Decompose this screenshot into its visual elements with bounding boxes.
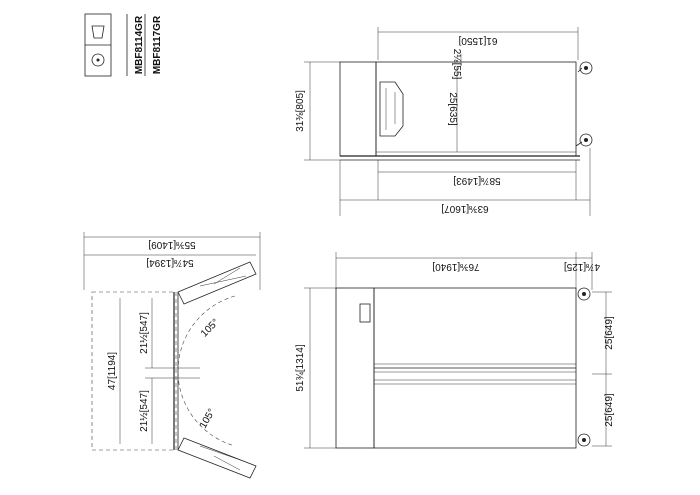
caster-front-1-icon (577, 287, 591, 301)
door-lower-dimension: 21½[547] (139, 390, 150, 432)
overall-depth-dimension: 63⅜[1607] (441, 203, 488, 214)
title-block: MBF8114GR MBF8117GR (84, 13, 163, 77)
inner-height-dimension: 25[635] (447, 92, 458, 126)
plan-body-outline (91, 291, 177, 451)
top-view: 61[1550] 31⅜[805] 25[635] 2⅛[55] 58⅞[149… (295, 27, 593, 216)
overall-width-dimension: 55⅜[1409] (148, 239, 195, 250)
front-handle (359, 303, 371, 323)
top-offset-dimension: 2⅛[55] (451, 49, 462, 80)
end-offset-dimension: 4⅞[125] (564, 261, 600, 272)
front-view: 76⅜[1940] 4⅞[125] 51¾[1314] 25[649] 25[6… (295, 252, 615, 449)
handle-detail (379, 81, 404, 137)
model-number-1: MBF8114GR (134, 15, 145, 74)
caster-top-2-icon (579, 133, 593, 147)
lower-section-dimension: 25[649] (604, 393, 615, 427)
top-view-body (375, 61, 577, 157)
door-upper (177, 261, 257, 305)
model-number-2: MBF8117GR (152, 15, 163, 74)
swing-angle-upper: 105° (199, 317, 221, 339)
inner-width-dimension: 54⅞[1394] (146, 257, 193, 268)
caster-front-2-icon (577, 433, 591, 447)
upper-section-dimension: 25[649] (604, 316, 615, 350)
door-upper-dimension: 21½[547] (139, 312, 150, 354)
caster-top-1-icon (579, 61, 593, 75)
front-end-panel (335, 287, 375, 449)
front-height-dimension: 51¾[1314] (295, 344, 306, 391)
plan-view: 55⅜[1409] 54⅞[1394] 47[1194] 21½[547] 21… (83, 232, 261, 479)
base-depth-dimension: 58⅞[1493] (453, 175, 500, 186)
top-view-end-panel (339, 61, 377, 157)
circle-symbol-icon (91, 53, 105, 67)
top-depth-dimension: 61[1550] (458, 35, 497, 46)
overall-length-dimension: 76⅜[1940] (432, 261, 479, 272)
door-height-dimension: 47[1194] (107, 352, 118, 390)
swing-angle-lower: 105° (198, 407, 218, 430)
cone-symbol-icon (91, 25, 105, 39)
side-height-dimension: 31⅜[805] (295, 90, 306, 132)
door-lower (177, 437, 257, 479)
swing-arc-lower (177, 373, 236, 447)
swing-arc-upper (177, 295, 236, 373)
